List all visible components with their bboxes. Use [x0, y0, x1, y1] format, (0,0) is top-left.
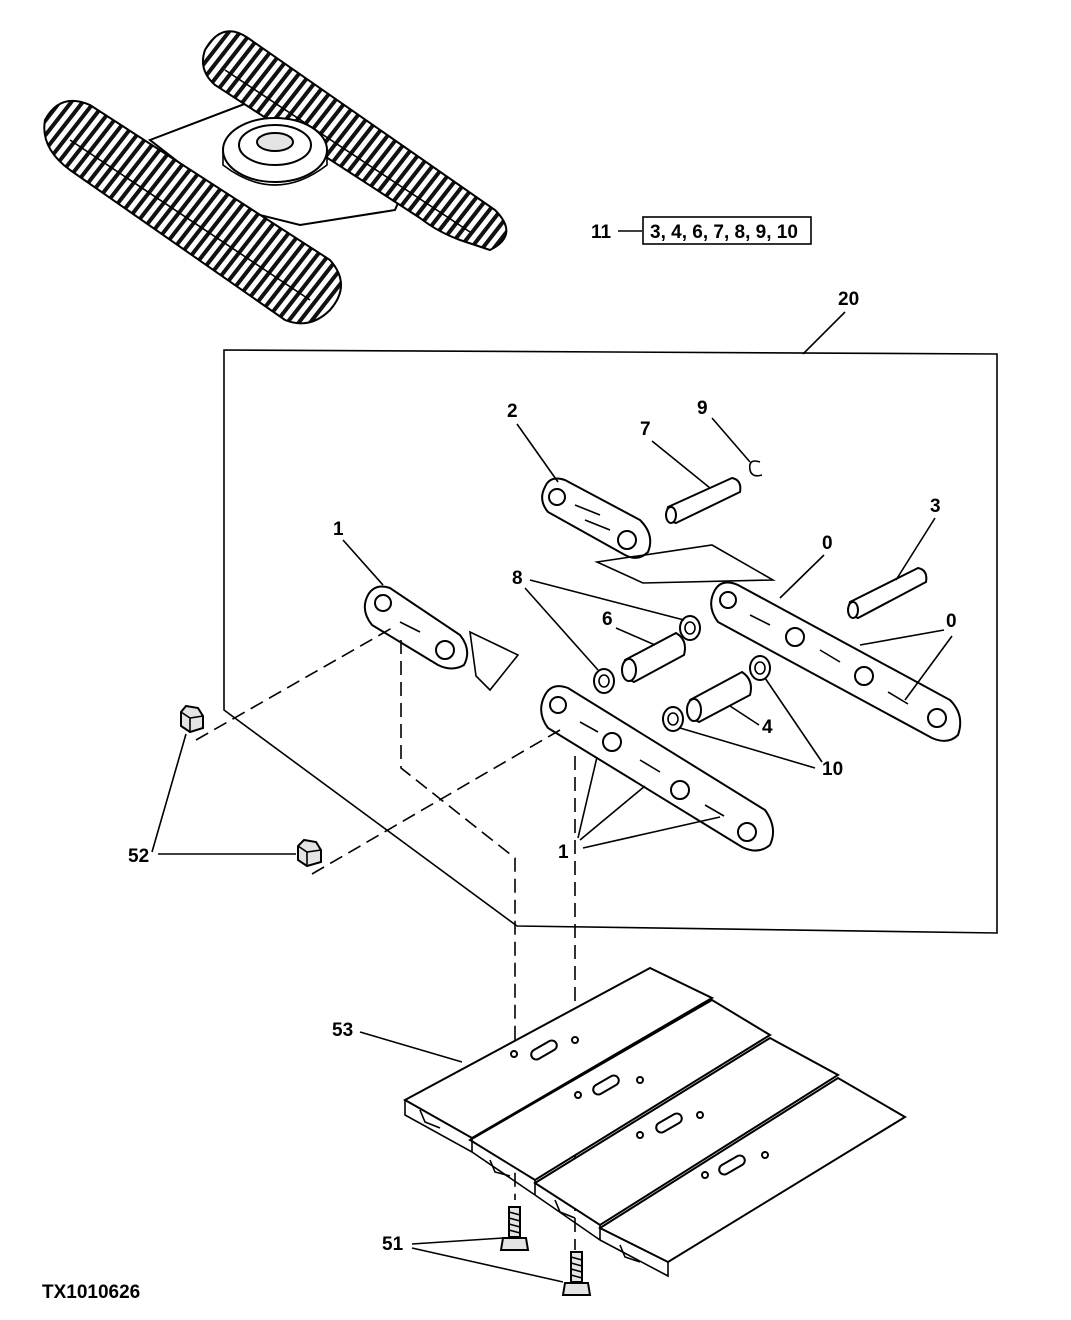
- callout-9: 9: [697, 398, 708, 419]
- callout-0-a: 0: [822, 533, 833, 554]
- retainer-ring-illustration: [748, 460, 763, 477]
- bushing-illustration: [686, 670, 752, 724]
- callout-20: 20: [838, 289, 859, 310]
- callout-4: 4: [762, 717, 773, 738]
- figure-id: TX1010626: [42, 1282, 140, 1303]
- kit-reference: 11 3, 4, 6, 7, 8, 9, 10: [591, 216, 812, 245]
- track-link-illustration: [540, 685, 775, 852]
- nut-illustration: [297, 838, 322, 868]
- callout-2: 2: [507, 401, 518, 422]
- track-link-illustration: [710, 581, 962, 742]
- callout-7: 7: [640, 419, 651, 440]
- callout-52: 52: [128, 846, 149, 867]
- callout-1-a: 1: [333, 519, 344, 540]
- track-pin-illustration: [847, 566, 928, 620]
- track-pin-illustration: [665, 476, 742, 525]
- callout-10: 10: [822, 759, 843, 780]
- callout-51: 51: [382, 1234, 404, 1255]
- kit-contents: 3, 4, 6, 7, 8, 9, 10: [650, 222, 798, 243]
- callout-0-b: 0: [946, 611, 957, 632]
- bolt-illustration: [499, 1206, 530, 1251]
- undercarriage-illustration: [43, 30, 508, 325]
- assembly-boundary: [223, 349, 998, 934]
- callout-8: 8: [512, 568, 523, 589]
- callout-53: 53: [332, 1020, 353, 1041]
- track-shoe-illustration: [402, 966, 907, 1278]
- seal-ring-illustration: [662, 655, 771, 732]
- track-link-illustration: [541, 477, 652, 559]
- callout-6: 6: [602, 609, 613, 630]
- bushing-illustration: [621, 631, 686, 684]
- seal-ring-illustration: [593, 615, 701, 694]
- callout-1-b: 1: [558, 842, 569, 863]
- bolt-illustration: [561, 1251, 592, 1296]
- track-link-illustration: [363, 585, 469, 670]
- callout-3: 3: [930, 496, 941, 517]
- kit-number: 11: [591, 222, 612, 243]
- nut-illustration: [180, 704, 204, 734]
